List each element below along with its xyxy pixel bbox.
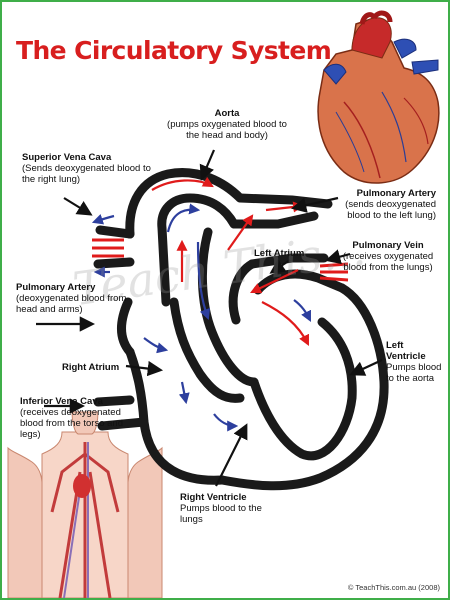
label-superior-vena-cava-desc: (Sends deoxygenated blood to the right l…: [22, 163, 151, 185]
label-pulmonary-artery-left-desc: (deoxygenated blood from head and arms): [16, 293, 127, 315]
label-aorta: Aorta (pumps oxygenated blood to the hea…: [162, 108, 292, 141]
label-left-ventricle-desc: Pumps blood to the aorta: [386, 362, 442, 384]
label-aorta-desc: (pumps oxygenated blood to the head and …: [167, 119, 287, 141]
label-pulmonary-artery-right-desc: (sends deoxygenated blood to the left lu…: [345, 199, 436, 221]
label-pulmonary-vein-desc: (receives oxygenated blood from the lung…: [342, 251, 434, 273]
label-superior-vena-cava-name: Superior Vena Cava: [22, 152, 112, 163]
label-pulmonary-vein: Pulmonary Vein (receives oxygenated bloo…: [334, 240, 442, 273]
label-pulmonary-vein-name: Pulmonary Vein: [352, 240, 424, 251]
label-right-ventricle: Right Ventricle Pumps blood to the lungs: [180, 492, 270, 525]
label-inferior-vena-cava-name: Inferior Vena Cava: [20, 396, 103, 407]
label-right-ventricle-name: Right Ventricle: [180, 492, 247, 503]
label-pulmonary-artery-left-name: Pulmonary Artery: [16, 282, 96, 293]
human-torso-illustration: [7, 411, 163, 598]
pulmonary-vessels: [92, 238, 349, 282]
label-pulmonary-artery-right-name: Pulmonary Artery: [356, 188, 436, 199]
label-inferior-vena-cava: Inferior Vena Cava (receives deoxygenate…: [20, 396, 128, 440]
label-left-ventricle-name: Left Ventricle: [386, 340, 426, 362]
label-superior-vena-cava: Superior Vena Cava (Sends deoxygenated b…: [22, 152, 152, 185]
heart-illustration: [317, 10, 440, 184]
label-right-atrium: Right Atrium: [62, 362, 132, 373]
label-pointers: [36, 149, 383, 487]
label-left-ventricle: Left Ventricle Pumps blood to the aorta: [386, 340, 442, 384]
label-aorta-name: Aorta: [214, 108, 240, 119]
page-title: The Circulatory System: [16, 36, 332, 65]
label-right-atrium-name: Right Atrium: [62, 362, 120, 373]
copyright-text: © TeachThis.com.au (2008): [347, 583, 440, 592]
label-inferior-vena-cava-desc: (receives deoxygenated blood from the to…: [20, 407, 123, 440]
label-right-ventricle-desc: Pumps blood to the lungs: [180, 503, 262, 525]
label-pulmonary-artery-left: Pulmonary Artery (deoxygenated blood fro…: [16, 282, 136, 315]
label-left-atrium: Left Atrium: [254, 248, 324, 259]
label-pulmonary-artery-right: Pulmonary Artery (sends deoxygenated blo…: [322, 188, 436, 221]
label-left-atrium-name: Left Atrium: [254, 248, 305, 259]
